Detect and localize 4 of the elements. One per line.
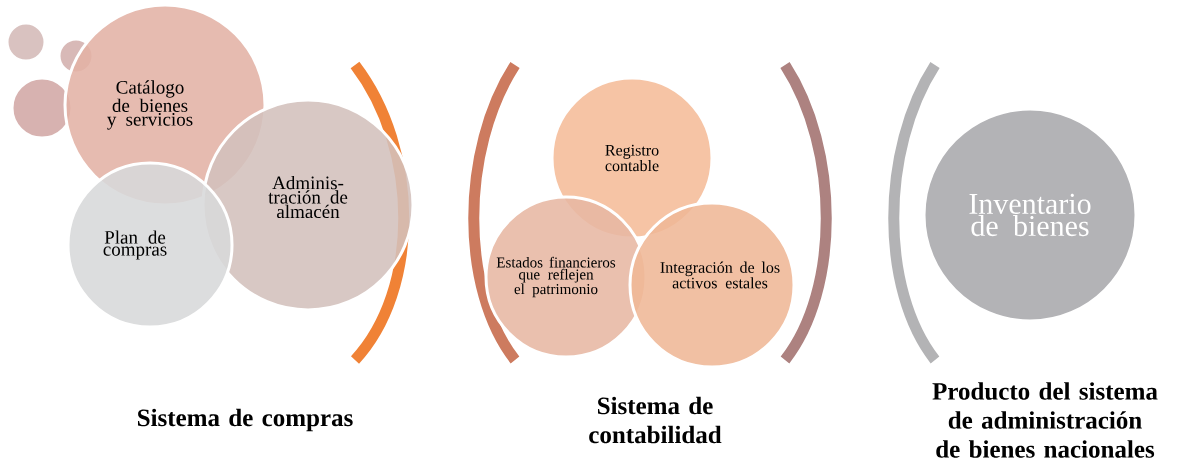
small-circle [5, 21, 47, 63]
section-heading: Sistema de compras [138, 408, 353, 432]
section-heading: Sistema de contabilidad [589, 396, 722, 444]
section-heading: Producto del sistema de administración de bienes nacionales [932, 382, 1158, 458]
